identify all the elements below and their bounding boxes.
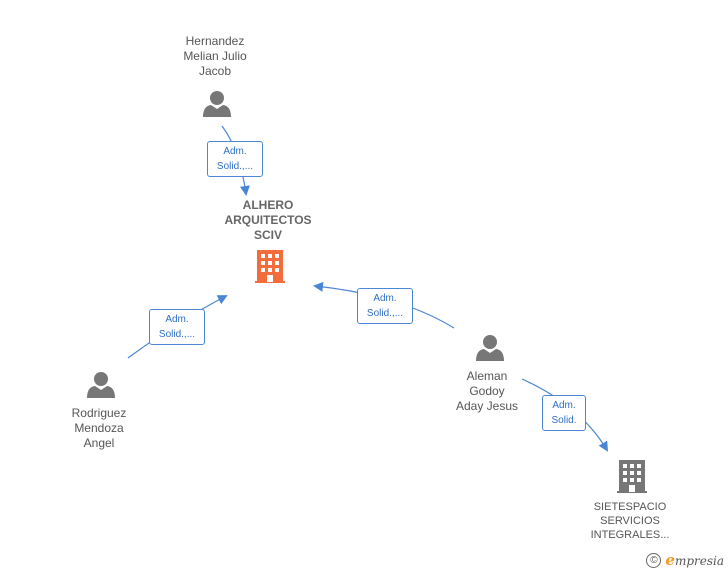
node-label-line: SIETESPACIO <box>593 501 667 513</box>
node-label-line: Mendoza <box>74 421 124 435</box>
edge-label-hernandez-alhero[interactable]: Adm. Solid.,... <box>207 141 263 177</box>
node-label-line: Hernandez <box>185 34 245 48</box>
node-label-line: Melian Julio <box>183 49 247 63</box>
footer-branding: © empresia <box>646 551 724 569</box>
edge-label-rodriguez-alhero[interactable]: Adm. Solid.,... <box>149 309 205 345</box>
person-icon[interactable] <box>87 372 115 398</box>
node-label-alhero[interactable]: ALHERO ARQUITECTOS SCIV <box>208 198 328 243</box>
edge-label-line: Solid.,... <box>158 329 196 340</box>
node-label-line: Rodriguez <box>71 406 127 420</box>
node-label-line: Angel <box>83 436 115 450</box>
node-label-aleman[interactable]: Aleman Godoy Aday Jesus <box>437 369 537 414</box>
node-label-rodriguez[interactable]: Rodriguez Mendoza Angel <box>49 406 149 451</box>
edge-label-line: Adm. <box>373 293 397 304</box>
node-label-line: ALHERO <box>242 198 294 212</box>
node-label-line: Aday Jesus <box>455 399 519 413</box>
node-label-line: INTEGRALES... <box>590 529 670 541</box>
node-label-line: SERVICIOS <box>600 515 660 527</box>
brand-initial: e <box>665 551 675 569</box>
edge-label-line: Adm. <box>165 314 189 325</box>
building-icon[interactable] <box>617 460 647 493</box>
edge-label-line: Solid.,... <box>216 161 254 172</box>
brand-logo[interactable]: empresia <box>665 551 724 569</box>
edge-label-line: Solid. <box>551 415 577 426</box>
node-label-line: Aleman <box>466 369 508 383</box>
node-label-line: Jacob <box>198 64 232 78</box>
edge-label-aleman-sietespacio[interactable]: Adm. Solid. <box>542 395 586 431</box>
edge-label-line: Adm. <box>552 400 576 411</box>
edge-label-aleman-alhero[interactable]: Adm. Solid.,... <box>357 288 413 324</box>
node-label-sietespacio[interactable]: SIETESPACIO SERVICIOS INTEGRALES... <box>574 500 686 542</box>
edge-label-line: Solid.,... <box>366 308 404 319</box>
edge-label-line: Adm. <box>223 146 247 157</box>
node-label-line: SCIV <box>253 228 282 242</box>
person-icon[interactable] <box>476 335 504 361</box>
person-icon[interactable] <box>203 91 231 117</box>
building-icon[interactable] <box>255 250 285 283</box>
node-label-hernandez[interactable]: Hernandez Melian Julio Jacob <box>160 34 270 79</box>
brand-name: mpresia <box>674 554 724 568</box>
node-label-line: Godoy <box>469 384 505 398</box>
node-label-line: ARQUITECTOS <box>224 213 312 227</box>
copyright-icon: © <box>646 552 662 568</box>
